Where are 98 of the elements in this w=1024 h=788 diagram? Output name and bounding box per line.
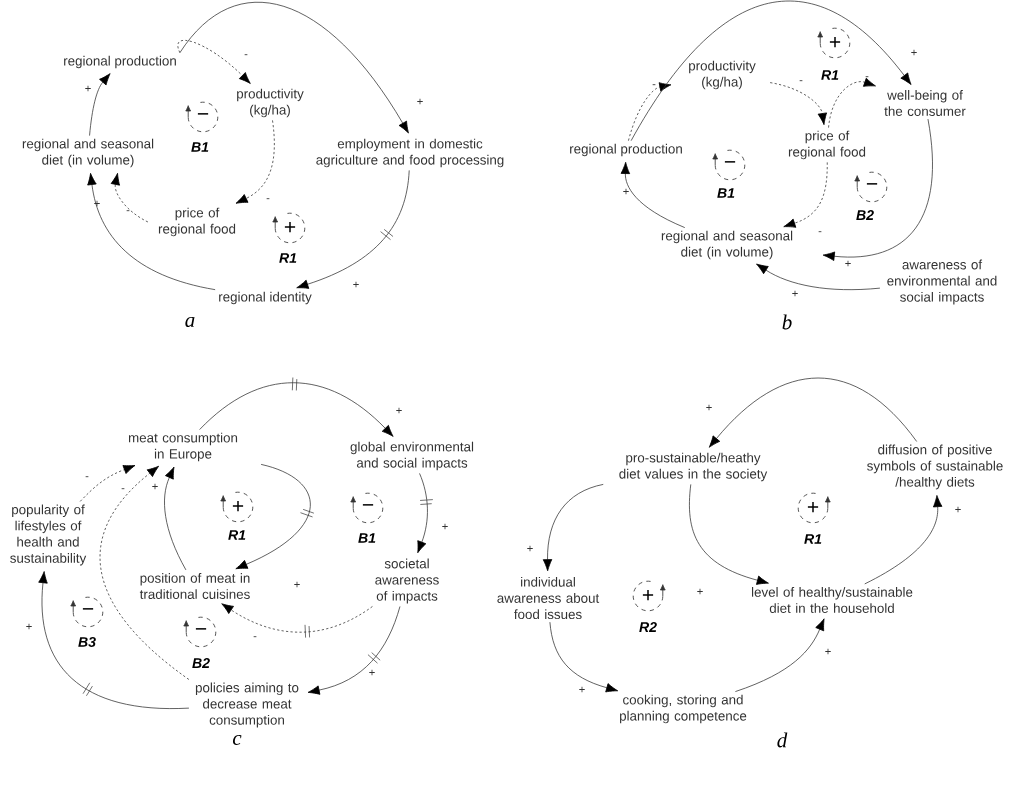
variable-text: price of regional food: [788, 130, 866, 160]
edge-label: -: [85, 476, 89, 478]
edge-label: +: [955, 506, 961, 513]
variable-text: global environmental and social impacts: [350, 441, 474, 471]
edge-label: +: [527, 545, 533, 552]
loop-label: R1: [228, 530, 246, 540]
arrow: [110, 172, 149, 223]
panel-letter: a: [185, 316, 195, 328]
variable-text: cooking, storing and planning competence: [620, 694, 747, 724]
arrow: [221, 603, 373, 638]
arrow: [708, 377, 918, 448]
edge-label: -: [799, 80, 803, 82]
arrow: [628, 82, 672, 142]
edge-label: -: [253, 636, 257, 638]
edge-label: -: [121, 488, 125, 490]
arrow: [235, 464, 315, 570]
edge-label: +: [26, 623, 32, 630]
edge-label: +: [911, 49, 917, 56]
arrow: [417, 473, 434, 554]
arrow: [689, 484, 769, 585]
edge-label: +: [417, 98, 423, 105]
arrow: [864, 495, 943, 585]
arrow: [179, 2, 409, 134]
arrow: [87, 172, 216, 291]
variable-text: regional and seasonal diet (in volume): [22, 138, 154, 168]
edge-label: +: [825, 648, 831, 655]
edge-label: -: [652, 84, 656, 86]
arrow: [620, 161, 686, 228]
edge-label: +: [353, 281, 359, 288]
arrow: [630, 0, 912, 142]
edge-label: +: [623, 188, 629, 195]
edge-label: -: [266, 198, 270, 200]
variable-text: regional production: [570, 143, 682, 157]
arrow: [79, 465, 136, 502]
panel-letter: c: [232, 734, 242, 746]
edge-label: -: [126, 210, 130, 212]
edge-label: +: [396, 407, 402, 414]
arrow: [307, 606, 401, 695]
arrow: [783, 162, 828, 228]
variable-text: regional production: [64, 55, 176, 69]
loop-label: B2: [856, 210, 874, 220]
edge-label: +: [792, 290, 798, 297]
edge-label: +: [152, 483, 158, 490]
edge-label: +: [369, 669, 375, 676]
edge-label: -: [865, 76, 869, 78]
arrow: [769, 82, 828, 126]
variable-text: meat consumption in Europe: [128, 432, 238, 462]
edge-label: +: [442, 523, 448, 530]
arrow: [235, 120, 275, 204]
edge-label: +: [697, 588, 703, 595]
arrow: [735, 618, 825, 692]
loop-label: B3: [78, 637, 96, 647]
variable-text: productivity (kg/ha): [237, 88, 304, 118]
panel-letter: b: [782, 314, 792, 330]
edge-label: +: [579, 686, 585, 693]
variable-text: awareness of environmental and social impacts: [887, 259, 997, 305]
variable-text: individual awareness about food issues: [497, 576, 600, 620]
arrow: [99, 465, 190, 680]
panel-letter: d: [777, 732, 788, 748]
loop-label: R1: [279, 253, 297, 263]
loop-label: B1: [191, 142, 209, 152]
variable-text: employment in domestic agriculture and food processing: [316, 138, 504, 168]
arrow: [164, 466, 187, 571]
loop-label: B2: [192, 658, 210, 668]
loop-label: R1: [804, 534, 822, 544]
arrow: [542, 484, 604, 572]
edge-label: -: [244, 54, 248, 56]
arrow: [756, 263, 881, 290]
variable-text: productivity (kg/ha): [689, 60, 756, 90]
variable-text: level of healthy/sustainable diet in the household: [752, 587, 913, 613]
edge-label: +: [845, 260, 851, 267]
edge-label: +: [94, 200, 100, 207]
arrow: [828, 77, 876, 128]
edge-label: +: [85, 85, 91, 92]
arrow: [822, 118, 933, 261]
variable-text: position of meat in traditional cuisines: [139, 573, 250, 599]
variable-text: diffusion of positive symbols of sustainable /healthy diets: [867, 444, 1003, 490]
arrow: [296, 170, 410, 289]
edge-label: -: [818, 231, 822, 233]
variable-text: policies aiming to decrease meat consumption: [195, 682, 299, 728]
variable-text: regional identity: [219, 291, 312, 305]
edge-label: +: [294, 581, 300, 588]
edge-label: +: [706, 404, 712, 411]
arrow: [89, 73, 111, 136]
loop-label: R1: [821, 70, 839, 80]
loop-label: R2: [639, 622, 657, 632]
arrow: [38, 571, 190, 709]
variable-text: societal awareness of impacts: [375, 558, 439, 604]
arrow: [177, 40, 251, 84]
loop-label: B1: [358, 533, 376, 543]
loop-label: B1: [717, 188, 735, 198]
variable-text: price of regional food: [158, 207, 236, 237]
variable-text: regional and seasonal diet (in volume): [661, 230, 793, 260]
variable-text: pro-sustainable/heathy diet values in the society: [619, 452, 768, 482]
arrow: [199, 377, 394, 437]
arrow: [549, 621, 619, 693]
variable-text: popularity of lifestyles of health and sustainability: [10, 504, 87, 566]
variable-text: well-being of the consumer: [884, 90, 966, 116]
